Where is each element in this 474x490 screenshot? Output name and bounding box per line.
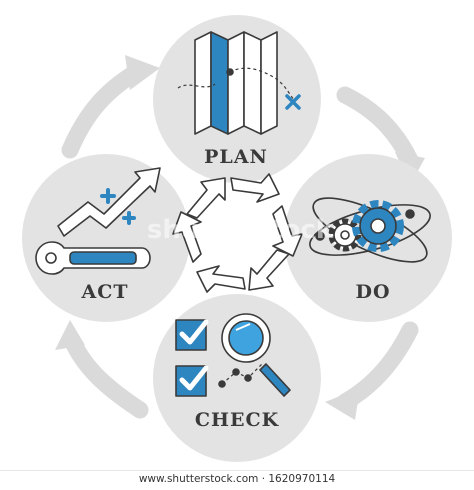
checklist-magnifier-icon	[175, 313, 291, 397]
wrench-growth-icon	[35, 167, 161, 275]
outer-arrow-top-right	[336, 86, 419, 169]
folded-map-icon	[177, 31, 301, 135]
cycle-arrows-icon	[172, 173, 303, 293]
outer-arrowhead-left	[55, 320, 85, 350]
outer-arrowhead-top	[125, 55, 160, 90]
act-circle	[22, 154, 190, 322]
footer-url: www.shutterstock.com · 1620970114	[138, 473, 336, 485]
outer-arrowhead-bottom	[325, 388, 360, 420]
check-label: CHECK	[194, 409, 280, 431]
footer-bar	[0, 470, 474, 490]
act-label: ACT	[81, 281, 129, 303]
do-label: DO	[355, 281, 391, 303]
outer-arrow-bottom-left	[63, 331, 149, 419]
gears-orbit-icon	[309, 197, 431, 263]
plan-label: PLAN	[204, 146, 268, 168]
